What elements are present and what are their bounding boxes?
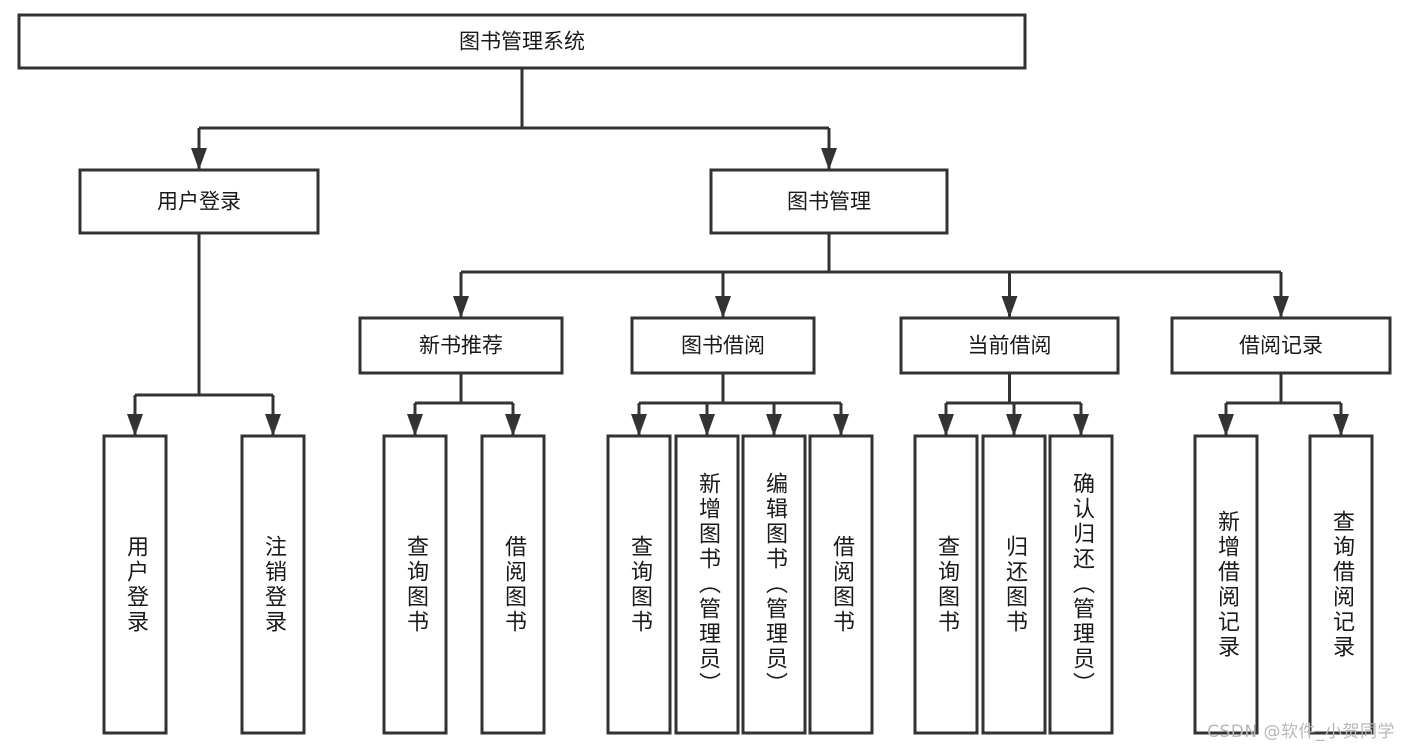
arrow-head-icon — [453, 296, 469, 318]
node-box-current-borrow[interactable] — [899, 316, 1120, 375]
node-box-leaf-user-login[interactable] — [102, 434, 168, 735]
arrow-head-icon — [1273, 296, 1289, 318]
arrow-head-icon — [1218, 414, 1234, 436]
node-label-book-borrow: 图书借阅 — [681, 334, 765, 358]
arrow-head-icon — [191, 148, 207, 170]
node-box-borrow-record[interactable] — [1170, 316, 1392, 375]
arrow-head-icon — [938, 414, 954, 436]
node-box-leaf-return-book[interactable] — [981, 434, 1047, 735]
node-label-user-login: 用户登录 — [157, 190, 241, 214]
node-box-leaf-add-book-admin[interactable] — [674, 434, 740, 735]
node-box-new-book-recommend[interactable] — [358, 316, 564, 375]
node-label-borrow-record: 借阅记录 — [1239, 334, 1323, 358]
node-box-leaf-edit-book-admin[interactable] — [741, 434, 807, 735]
node-box-leaf-add-borrow-record[interactable] — [1193, 434, 1259, 735]
arrow-head-icon — [505, 414, 521, 436]
node-box-leaf-query-book-rec[interactable] — [382, 434, 448, 735]
arrow-head-icon — [699, 414, 715, 436]
arrow-head-icon — [1001, 296, 1018, 318]
node-box-user-login[interactable] — [78, 168, 320, 235]
node-box-leaf-borrow-book[interactable] — [808, 434, 874, 735]
arrow-head-icon — [127, 414, 143, 436]
arrow-head-icon — [1006, 414, 1022, 436]
node-label-current-borrow: 当前借阅 — [968, 334, 1052, 358]
arrow-head-icon — [833, 414, 849, 436]
node-boxes-layer — [17, 13, 1392, 735]
arrow-head-icon — [715, 296, 731, 318]
node-label-new-book-recommend: 新书推荐 — [419, 334, 503, 358]
node-box-book-manage[interactable] — [709, 168, 949, 235]
arrow-head-icon — [1073, 414, 1089, 436]
node-label-book-manage: 图书管理 — [787, 190, 871, 214]
arrow-head-icon — [821, 148, 837, 170]
node-box-book-borrow[interactable] — [630, 316, 816, 375]
node-box-leaf-confirm-return-admin[interactable] — [1048, 434, 1114, 735]
arrow-head-icon — [631, 414, 647, 436]
node-box-leaf-query-book-borrow[interactable] — [606, 434, 672, 735]
node-box-leaf-query-borrow-record[interactable] — [1308, 434, 1374, 735]
node-box-leaf-borrow-book-rec[interactable] — [480, 434, 546, 735]
node-box-leaf-user-logout[interactable] — [240, 434, 306, 735]
arrow-head-icon — [265, 414, 281, 436]
node-box-root[interactable] — [17, 13, 1027, 70]
connectors-layer — [127, 68, 1349, 436]
arrow-head-icon — [766, 414, 782, 436]
arrow-head-icon — [407, 414, 423, 436]
node-label-root: 图书管理系统 — [459, 30, 585, 54]
arrow-head-icon — [1333, 414, 1349, 436]
node-box-leaf-query-book-current[interactable] — [913, 434, 979, 735]
